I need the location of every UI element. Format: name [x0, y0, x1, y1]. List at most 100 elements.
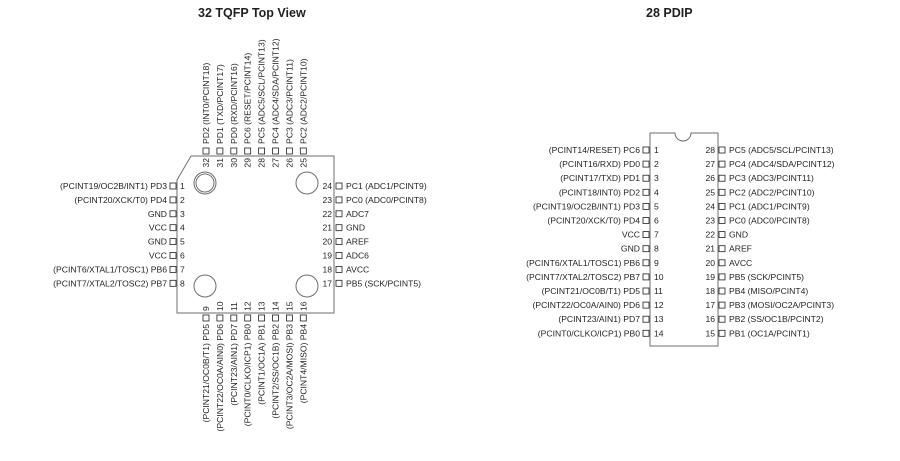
tqfp-mount-hole-br: [295, 274, 319, 298]
pin-label: ADC7: [346, 209, 369, 219]
pin-pad: [272, 147, 279, 155]
pin-pad: [642, 231, 650, 239]
tqfp-pin: 7(PCINT6/XTAL1/TOSC1) PB6: [53, 264, 185, 274]
pin-number: 7: [180, 264, 185, 274]
pin-pad: [244, 147, 252, 155]
pin-label: GND: [729, 230, 748, 240]
pin-number: 20: [322, 237, 332, 247]
tqfp-pin: 11(PCINT23/AIN1) PD7: [229, 302, 239, 406]
pin-label: (PCINT3/OC2A/MOSI) PB3: [284, 324, 294, 429]
pin-number: 15: [705, 328, 715, 338]
pin-number: 23: [705, 216, 715, 226]
pin-pad: [718, 273, 726, 281]
pin-label: VCC: [149, 223, 167, 233]
pin-pad: [718, 259, 726, 267]
pin-pad: [642, 217, 650, 224]
pdip-title: 28 PDIP: [646, 6, 693, 20]
pin-number: 29: [243, 158, 253, 168]
pin-pad: [642, 245, 650, 253]
pin-number: 13: [257, 301, 267, 311]
pin-number: 9: [201, 306, 211, 311]
pin-pad: [216, 147, 224, 155]
pin-pad: [718, 174, 726, 182]
pin-number: 28: [257, 158, 267, 168]
pin-number: 24: [705, 201, 715, 211]
pin-number: 4: [654, 187, 659, 197]
pin-label: AVCC: [729, 258, 752, 268]
pin-pad: [335, 252, 343, 259]
pin-pad: [285, 147, 293, 155]
pin-label: (PCINT19/OC2B/INT1) PD3: [60, 181, 167, 191]
pin-label: (PCINT2/SS/OC1B) PB2: [271, 324, 281, 419]
pin-pad: [335, 224, 343, 232]
pdip-pin: 22 GND: [705, 230, 748, 240]
tqfp-pin: 29 PC6 (RESET/PCINT14): [243, 53, 253, 168]
pin-number: 3: [654, 173, 659, 183]
pin-label: (PCINT18/INT0) PD2: [559, 187, 640, 197]
tqfp-pin: 2(PCINT20/XCK/T0) PD4: [74, 195, 185, 205]
pin-number: 12: [654, 300, 664, 310]
pin-label: (PCINT23/AIN1) PD7: [558, 314, 640, 324]
pin-number: 1: [180, 181, 185, 191]
pin-label: PB4 (MISO/PCINT4): [729, 286, 808, 296]
pdip-pin: 14(PCINT0/CLKO/ICP1) PB0: [538, 328, 664, 338]
pin-pad: [335, 196, 343, 204]
pdip-pin: 1(PCINT14/RESET) PC6: [549, 145, 659, 155]
pin-number: 6: [180, 251, 185, 261]
pin-number: 22: [705, 230, 715, 240]
pin-number: 25: [298, 158, 308, 168]
pin-label: PB5 (SCK/PCINT5): [729, 272, 804, 282]
pin-label: (PCINT1/OC1A) PB1: [257, 324, 267, 405]
pin-pad: [169, 210, 177, 218]
tqfp-pin: 9 (PCINT21/OC0B/T1) PD5: [201, 306, 211, 422]
pin-pad: [642, 188, 650, 196]
pin-number: 16: [705, 314, 715, 324]
pin-label: (PCINT21/OC0B/T1) PD5: [542, 286, 641, 296]
tqfp-pin: 15(PCINT3/OC2A/MOSI) PB3: [284, 301, 294, 429]
pin-pad: [202, 147, 210, 155]
pin-number: 26: [284, 158, 294, 168]
pin-label: PC4 (ADC4/SDA/PCINT12): [271, 38, 281, 144]
pdip-pin: 10(PCINT7/XTAL2/TOSC2) PB7: [526, 272, 664, 282]
pin-label: PC6 (RESET/PCINT14): [243, 53, 253, 144]
pin-pad: [335, 279, 343, 287]
pin-number: 1: [654, 145, 659, 155]
tqfp-pin: 1 (PCINT19/OC2B/INT1) PD3: [60, 181, 185, 191]
pin-pad: [335, 265, 343, 273]
pin-number: 27: [705, 159, 715, 169]
pin-label: GND: [621, 244, 640, 254]
tqfp-pins: 1 (PCINT19/OC2B/INT1) PD3 2(PCINT20/XCK/T0…: [53, 38, 427, 431]
tqfp-title: 32 TQFP Top View: [198, 6, 306, 20]
pin-pad: [718, 188, 726, 196]
pdip-body: [649, 132, 719, 347]
pin-label: (PCINT20/XCK/T0) PD4: [74, 195, 167, 205]
pin-number: 9: [654, 258, 659, 268]
pin-label: PB3 (MOSI/OC2A/PCINT3): [729, 300, 834, 310]
pin-label: PC2 (ADC2/PCINT10): [729, 187, 815, 197]
pin-number: 13: [654, 314, 664, 324]
pin-label: (PCINT20/XCK/T0) PD4: [547, 216, 640, 226]
pin-number: 4: [180, 223, 185, 233]
pin-pad: [216, 314, 224, 322]
pin-pad: [642, 315, 650, 323]
pin-pad: [718, 315, 726, 323]
pin-number: 22: [322, 209, 332, 219]
pin-pad: [642, 202, 650, 210]
pdip-pin: 9(PCINT6/XTAL1/TOSC1) PB6: [526, 258, 659, 268]
pin-label: (PCINT21/OC0B/T1) PD5: [201, 324, 211, 423]
pin-label: (PCINT0/CLKO/ICP1) PB0: [538, 328, 640, 338]
pin-number: 19: [705, 272, 715, 282]
pin-number: 26: [705, 173, 715, 183]
